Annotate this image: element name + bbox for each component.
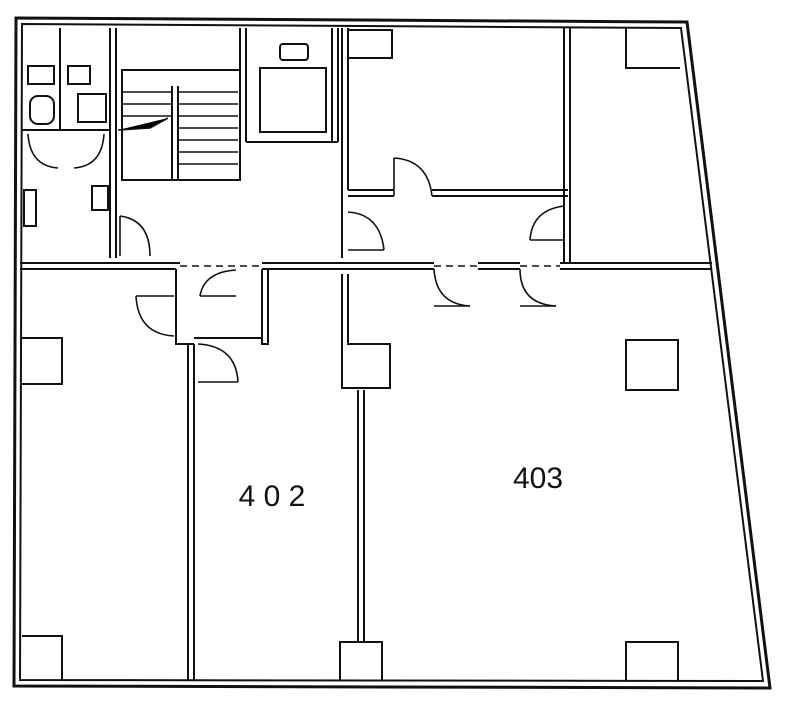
upper-right-room bbox=[625, 28, 680, 69]
urinal-fixture bbox=[23, 189, 37, 227]
sink-fixture bbox=[67, 65, 91, 85]
lower-left-room bbox=[22, 269, 239, 680]
room-403 bbox=[433, 268, 679, 680]
service-core bbox=[22, 28, 339, 258]
column bbox=[625, 339, 679, 391]
corridor-walls bbox=[20, 262, 712, 270]
room-402 bbox=[194, 269, 391, 680]
wc-fixture bbox=[27, 65, 55, 85]
room-label-403: 403 bbox=[513, 462, 563, 495]
outer-wall bbox=[12, 16, 772, 690]
elevator-car bbox=[259, 67, 327, 133]
basin-fixture bbox=[77, 93, 107, 123]
urinal-fixture bbox=[91, 185, 109, 211]
room-label-402: 4 0 2 bbox=[239, 480, 306, 513]
toilet-fixture bbox=[29, 95, 55, 125]
upper-middle-room bbox=[341, 28, 571, 262]
elevator-panel bbox=[279, 43, 309, 61]
